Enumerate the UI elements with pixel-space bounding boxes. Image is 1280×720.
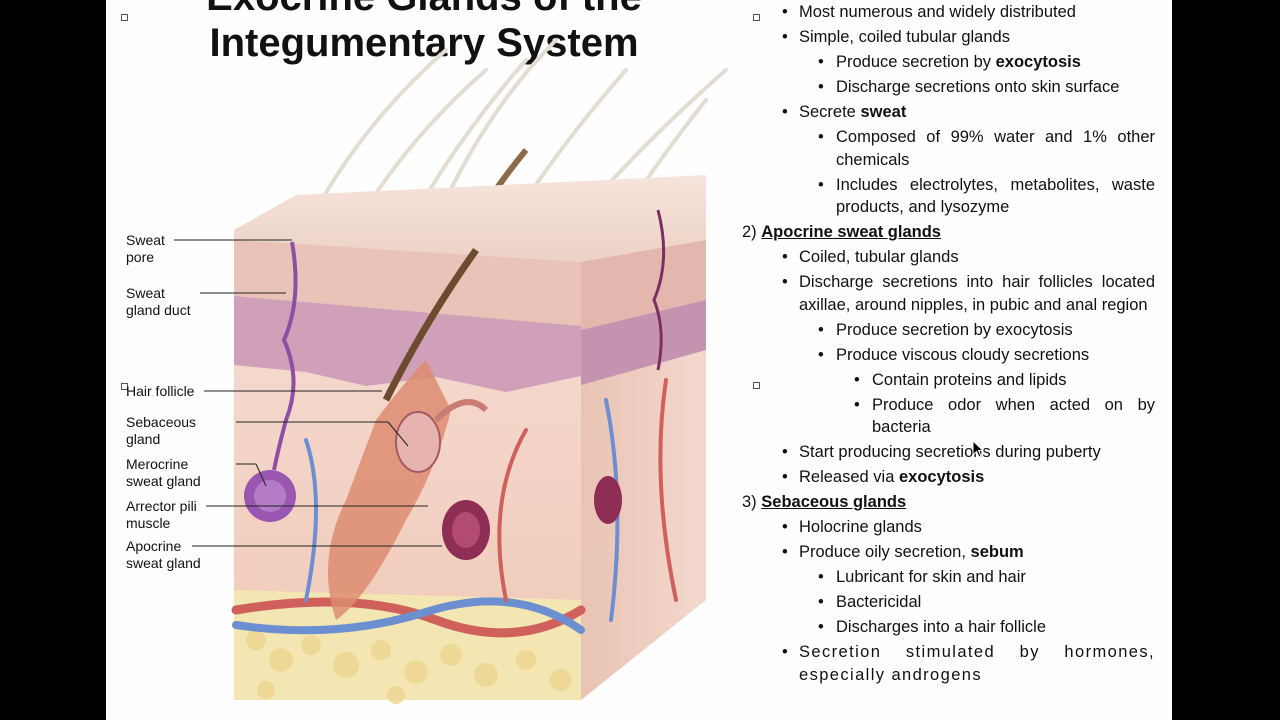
slide-title: Exocrine Glands of the Integumentary Sys… xyxy=(194,0,654,66)
section-heading-apocrine: 2) Apocrine sweat glands xyxy=(742,223,941,241)
selection-handle[interactable] xyxy=(121,383,128,390)
list-item: •Secrete sweat xyxy=(782,103,907,121)
list-item: •Produce oily secretion, sebum xyxy=(782,543,1024,561)
list-item: •Bactericidal xyxy=(818,593,922,611)
list-item: •Discharge secretions into hair follicle… xyxy=(782,273,1155,314)
section-heading-sebaceous: 3) Sebaceous glands xyxy=(742,493,907,511)
skin-cross-section-illustration xyxy=(174,38,728,704)
title-line-1: Exocrine Glands of the xyxy=(194,0,654,20)
label-hair-follicle: Hair follicle xyxy=(126,383,195,399)
label-apocrine-sweat-gland: Apocrine sweat gland xyxy=(126,538,201,571)
list-item: •Released via exocytosis xyxy=(782,468,985,486)
list-item: •Most numerous and widely distributed xyxy=(782,3,1076,21)
list-item: •Composed of 99% water and 1% other chem… xyxy=(818,128,1155,169)
selection-handle[interactable] xyxy=(121,14,128,21)
label-merocrine-sweat-gland: Merocrine sweat gland xyxy=(126,456,201,489)
label-arrector-pili-muscle: Arrector pili muscle xyxy=(126,498,197,531)
list-item: •Lubricant for skin and hair xyxy=(818,568,1026,586)
list-item: •Coiled, tubular glands xyxy=(782,248,959,266)
mouse-pointer-icon xyxy=(972,440,984,458)
list-item: •Produce secretion by exocytosis xyxy=(818,320,1073,339)
slide: Exocrine Glands of the Integumentary Sys… xyxy=(106,0,1172,720)
list-item: •Start producing secretions during puber… xyxy=(782,443,1101,461)
label-sweat-gland-duct: Sweat gland duct xyxy=(126,285,191,318)
notes-text-box[interactable]: •Most numerous and widely distributed •S… xyxy=(742,1,1155,686)
list-item: •Discharges into a hair follicle xyxy=(818,618,1047,636)
list-item: •Secretion stimulated by hormones, espec… xyxy=(782,643,1155,684)
list-item: •Discharge secretions onto skin surface xyxy=(818,78,1120,96)
label-sweat-pore: Sweat pore xyxy=(126,232,165,265)
title-line-2: Integumentary System xyxy=(209,21,639,65)
list-item: •Holocrine glands xyxy=(782,518,922,536)
list-item: •Simple, coiled tubular glands xyxy=(782,28,1010,46)
label-sebaceous-gland: Sebaceous gland xyxy=(126,414,197,447)
list-item: •Produce viscous cloudy secretions xyxy=(818,345,1090,364)
list-item: •Produce secretion by exocytosis xyxy=(818,53,1081,71)
list-item: •Contain proteins and lipids xyxy=(854,370,1067,389)
list-item: •Produce odor when acted on by bacteria xyxy=(854,395,1155,437)
selection-handle[interactable] xyxy=(753,14,760,21)
list-item: •Includes electrolytes, metabolites, was… xyxy=(818,175,1155,217)
selection-handle[interactable] xyxy=(753,382,760,389)
